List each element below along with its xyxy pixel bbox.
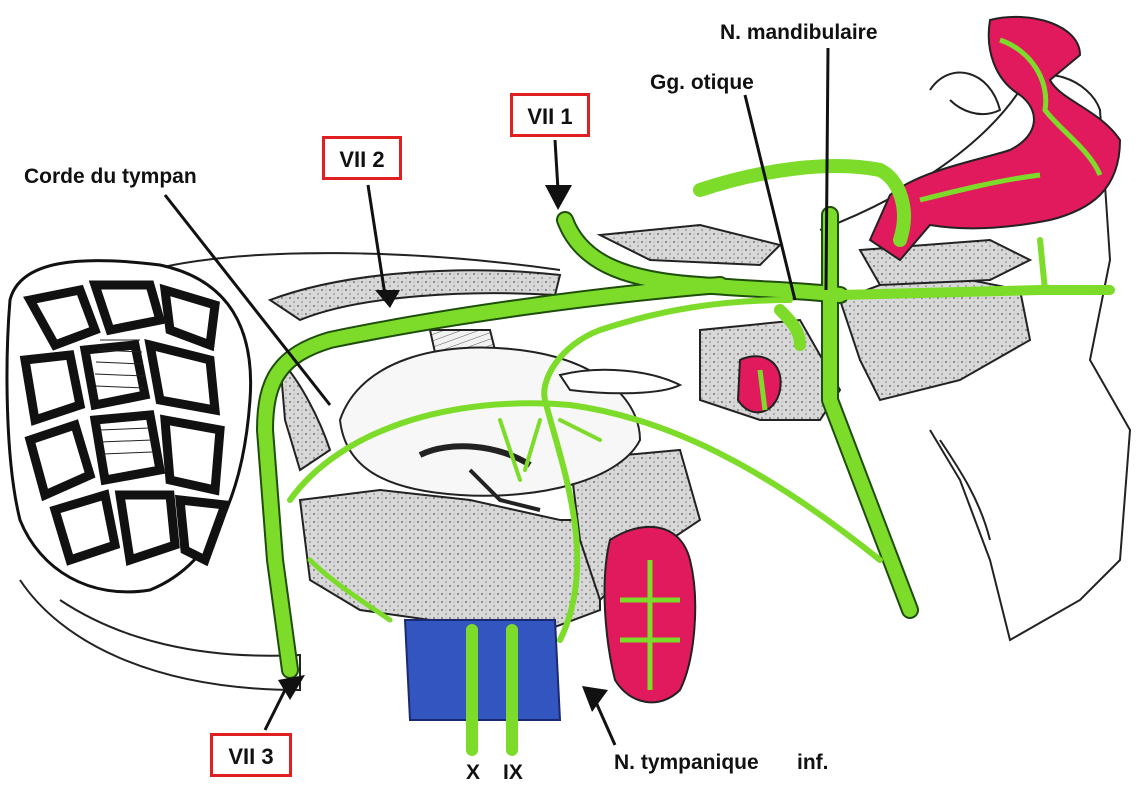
label-inf: inf.	[797, 752, 829, 773]
label-n-mandibulaire: N. mandibulaire	[720, 22, 878, 43]
label-vii-3: VII 3	[210, 733, 292, 777]
jugular-vein	[405, 620, 560, 720]
label-vii-2: VII 2	[322, 136, 402, 180]
label-gg-otique: Gg. otique	[650, 72, 754, 93]
label-vii-1: VII 1	[510, 93, 590, 137]
label-n-tympanique: N. tympanique	[614, 752, 759, 773]
label-corde-du-tympan: Corde du tympan	[24, 166, 197, 187]
label-x: X	[466, 762, 480, 783]
mastoid-air-cells	[7, 261, 251, 592]
label-ix: IX	[503, 762, 523, 783]
